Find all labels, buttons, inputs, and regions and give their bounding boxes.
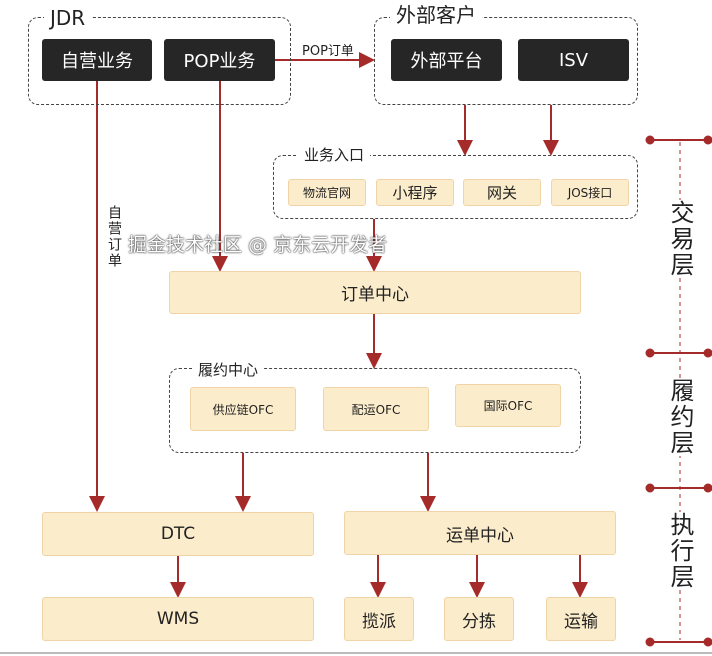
entry-jos: JOS接口 [551, 179, 629, 206]
entry-website: 物流官网 [288, 179, 366, 206]
pickup-box: 揽派 [344, 597, 414, 641]
dtc-box: DTC [42, 512, 314, 556]
external-title: 外部客户 [390, 5, 482, 25]
self-order-label: 自营订单 [106, 205, 122, 269]
entry-group [273, 155, 638, 219]
layer-execution: 执行层 [663, 512, 698, 590]
order-center-box: 订单中心 [169, 271, 581, 314]
entry-gateway: 网关 [463, 179, 541, 206]
fulfillment-group [169, 368, 581, 453]
pop-business-box: POP业务 [164, 39, 275, 81]
layer-trade: 交易层 [663, 200, 698, 278]
layer-fulfillment: 履约层 [663, 378, 698, 456]
supply-chain-ofc-box: 供应链OFC [190, 387, 296, 431]
jdr-group [28, 17, 291, 105]
delivery-ofc-box: 配运OFC [323, 387, 429, 431]
entry-title: 业务入口 [298, 145, 371, 165]
waybill-center-box: 运单中心 [344, 511, 616, 555]
pop-order-label: POP订单 [302, 44, 354, 59]
isv-box: ISV [518, 39, 629, 81]
external-group [374, 17, 638, 105]
external-platform-box: 外部平台 [391, 39, 502, 81]
international-ofc-box: 国际OFC [455, 384, 561, 427]
watermark: 掘金技术社区 @ 京东云开发者 [128, 234, 388, 256]
fulfillment-title: 履约中心 [192, 360, 265, 380]
entry-mini-program: 小程序 [376, 179, 454, 206]
jdr-title: JDR [44, 8, 92, 28]
wms-box: WMS [42, 597, 314, 641]
transport-box: 运输 [546, 597, 616, 641]
sorting-box: 分拣 [444, 597, 514, 641]
self-business-box: 自营业务 [42, 39, 152, 81]
